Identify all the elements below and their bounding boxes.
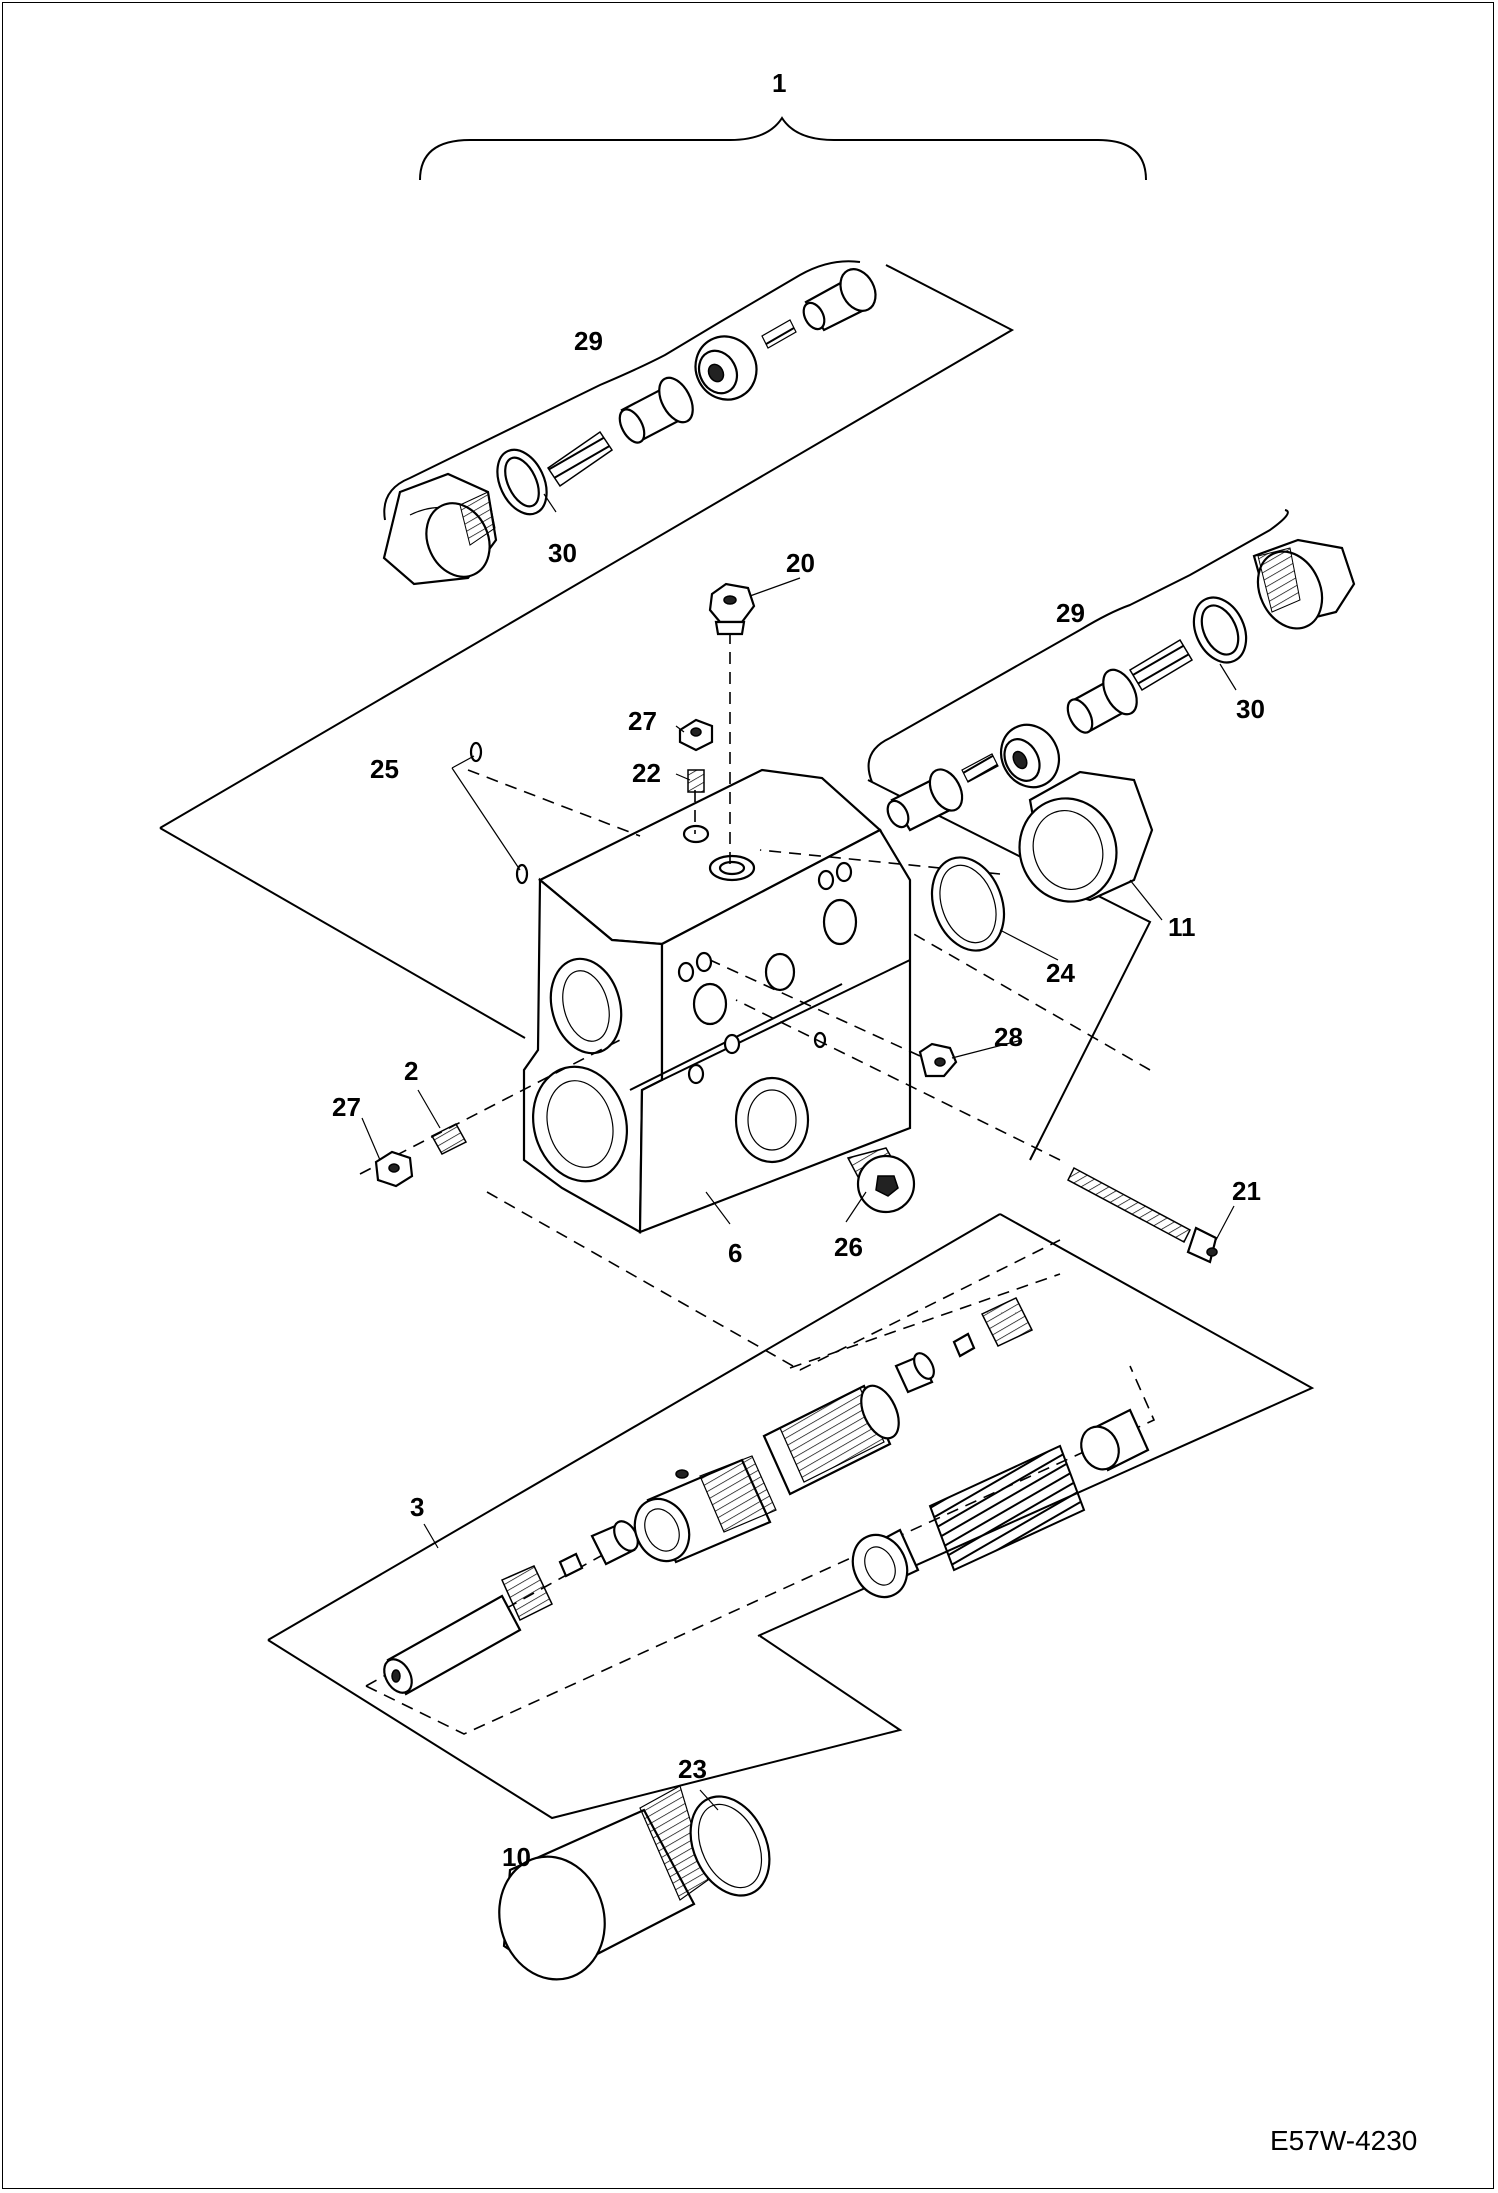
valve-body xyxy=(486,768,1061,1371)
upper-seat xyxy=(694,335,758,401)
sleeve xyxy=(633,1455,777,1564)
small-poppet-b xyxy=(952,1332,976,1358)
screw-2-axis xyxy=(359,1039,621,1175)
adjust-screw xyxy=(980,1297,1034,1347)
assembly-brace xyxy=(419,116,1147,181)
cap-10 xyxy=(498,1785,709,1981)
right-piston xyxy=(886,768,964,832)
callout-25: 25 xyxy=(370,754,399,784)
upper-relief-plug xyxy=(382,472,498,586)
right-relief-valve-group xyxy=(819,509,1356,1161)
callout-27-top: 27 xyxy=(628,706,657,736)
plug-20 xyxy=(708,582,756,636)
callout-30-right: 30 xyxy=(1236,694,1265,724)
drawing-code: E57W-4230 xyxy=(1270,2125,1417,2156)
right-spring xyxy=(1128,638,1194,692)
callout-30-upper: 30 xyxy=(548,538,577,568)
cartridge xyxy=(762,1384,900,1496)
callout-29-right: 29 xyxy=(1056,598,1085,628)
callout-29-upper: 29 xyxy=(574,326,603,356)
callout-23: 23 xyxy=(678,1754,707,1784)
upper-oring xyxy=(496,448,548,516)
screw-22 xyxy=(687,769,705,793)
callout-26: 26 xyxy=(834,1232,863,1262)
leader-lines xyxy=(361,493,1237,1811)
cover-11 xyxy=(1018,770,1154,903)
small-poppet-a xyxy=(558,1552,584,1578)
callout-21: 21 xyxy=(1232,1176,1261,1206)
spring-seat xyxy=(851,1528,920,1599)
piston-cap xyxy=(1080,1408,1150,1472)
bolt-21-axis xyxy=(735,999,1061,1161)
spool xyxy=(383,1565,553,1696)
callout-27-left: 27 xyxy=(332,1092,361,1122)
small-piston-a xyxy=(590,1520,639,1566)
right-relief-plug xyxy=(1252,538,1356,630)
plug-26 xyxy=(846,1147,916,1214)
main-spring xyxy=(928,1444,1086,1572)
upper-small-spring xyxy=(761,319,797,349)
dowel-pins xyxy=(451,741,529,885)
plug-27-top xyxy=(678,718,714,752)
callout-3: 3 xyxy=(410,1492,424,1522)
ring-24 xyxy=(930,856,1006,952)
callout-6: 6 xyxy=(728,1238,742,1268)
right-seat xyxy=(999,723,1061,789)
upper-relief-valve-group xyxy=(159,260,1015,1039)
upper-poppet xyxy=(618,376,694,444)
upper-piston xyxy=(802,268,877,332)
callout-22: 22 xyxy=(632,758,661,788)
callout-1: 1 xyxy=(772,68,786,98)
upper-spring xyxy=(546,430,614,488)
callout-10: 10 xyxy=(502,1842,531,1872)
callout-20: 20 xyxy=(786,548,815,578)
right-oring xyxy=(1192,596,1248,664)
callout-28: 28 xyxy=(994,1022,1023,1052)
callout-11: 11 xyxy=(1168,912,1196,942)
plug-28 xyxy=(918,1042,958,1078)
dowel-leader xyxy=(467,769,641,837)
main-relief-valve-group xyxy=(267,1213,1315,1820)
small-piston-b xyxy=(894,1352,935,1394)
right-small-spring xyxy=(961,753,999,783)
bolt-21 xyxy=(1067,1166,1218,1264)
callout-2: 2 xyxy=(404,1056,418,1086)
right-poppet xyxy=(1066,668,1138,734)
screw-2 xyxy=(430,1123,468,1155)
callout-24: 24 xyxy=(1046,958,1075,988)
plug-27-left xyxy=(374,1150,414,1188)
